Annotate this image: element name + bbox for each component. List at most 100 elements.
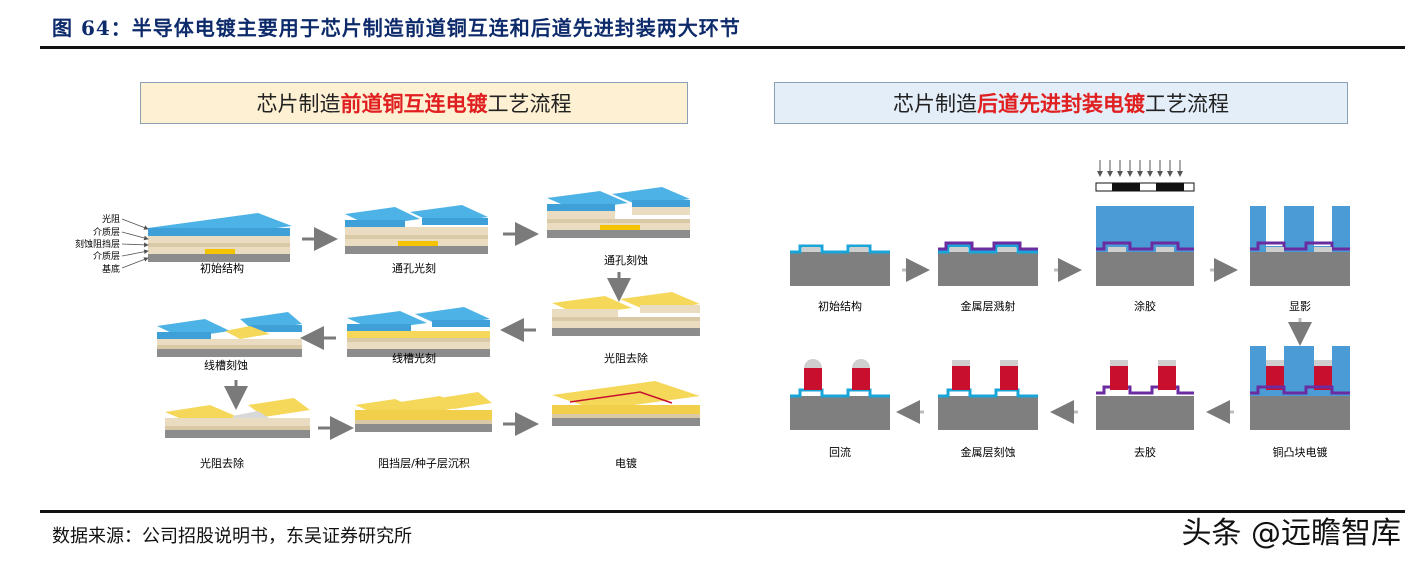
substrate-layer xyxy=(345,246,488,254)
solder-cap xyxy=(1110,360,1128,366)
etch-stop-layer xyxy=(547,219,690,223)
back-step-development xyxy=(1250,206,1350,286)
substrate-layer xyxy=(148,254,290,262)
etch-stop-layer xyxy=(347,338,490,342)
front-step-label-6: 线槽刻蚀 xyxy=(204,358,248,372)
copper-bump xyxy=(1266,366,1284,390)
back-header-suffix: 工艺流程 xyxy=(1145,92,1229,116)
mask-opaque xyxy=(1156,183,1184,191)
copper-bump xyxy=(952,366,970,390)
back-step-label-2: 金属层溅射 xyxy=(961,299,1016,313)
metal-line xyxy=(600,225,640,230)
substrate xyxy=(938,252,1038,286)
resist-opening xyxy=(1266,206,1284,246)
substrate xyxy=(938,396,1038,430)
label-pointer xyxy=(121,257,149,269)
resist-opening xyxy=(1266,346,1284,360)
front-step-label-7: 光阻去除 xyxy=(200,456,244,470)
metal-layer xyxy=(938,241,1038,251)
front-step-label-3: 通孔刻蚀 xyxy=(604,253,648,267)
back-header-highlight: 后道先进封装电镀 xyxy=(977,91,1145,116)
photoresist-layer xyxy=(345,220,405,227)
photoresist-layer xyxy=(422,218,488,225)
dielectric-layer xyxy=(632,207,690,215)
dielectric-layer-2 xyxy=(347,342,490,349)
pad xyxy=(1266,247,1284,252)
label-pointer xyxy=(121,231,149,241)
figure-title: 图 64：半导体电镀主要用于芯片制造前道铜互连和后道先进封装两大环节 xyxy=(52,16,741,40)
substrate-layer xyxy=(355,424,492,432)
dielectric-layer xyxy=(547,211,615,219)
pad xyxy=(1108,247,1126,252)
copper-bump xyxy=(1158,366,1176,390)
layer-label-dielectric: 介质层 xyxy=(93,226,120,238)
front-step-trench-etch xyxy=(157,312,302,357)
photoresist-layer xyxy=(432,320,490,327)
etch-stop-layer xyxy=(552,414,700,418)
back-step-resist-strip xyxy=(1096,360,1194,430)
copper-bump xyxy=(1000,366,1018,390)
back-step-label-4: 显影 xyxy=(1289,300,1311,313)
passivation-layer xyxy=(790,244,890,254)
photoresist-layer xyxy=(157,332,211,339)
back-end-header: 芯片制造后道先进封装电镀工艺流程 xyxy=(774,82,1348,124)
uv-exposure-arrows xyxy=(1097,160,1183,177)
back-step-label-3: 涂胶 xyxy=(1134,299,1156,313)
substrate xyxy=(790,252,890,286)
substrate xyxy=(790,396,890,430)
etch-stop-layer xyxy=(552,317,700,321)
back-step-label-7: 金属层刻蚀 xyxy=(961,445,1016,459)
front-step-via-lithography xyxy=(345,205,488,254)
metal-layer xyxy=(1250,241,1350,251)
front-step-photoresist-removal-2 xyxy=(165,398,310,438)
pad xyxy=(1314,247,1332,252)
top-rule xyxy=(40,46,1405,49)
dielectric-layer xyxy=(148,236,290,243)
metal-layer xyxy=(1250,385,1350,395)
substrate-layer xyxy=(157,349,302,357)
seed-layer xyxy=(355,410,492,420)
back-header-prefix: 芯片制造 xyxy=(893,92,977,116)
solder-cap xyxy=(1314,360,1332,366)
passivation-layer xyxy=(938,244,1038,254)
front-step-photoresist-removal xyxy=(552,292,700,336)
back-step-photoresist-coating xyxy=(1095,160,1195,286)
back-step-initial-structure xyxy=(790,244,890,286)
layer-label-etch-stop: 刻蚀阻挡层 xyxy=(75,238,120,250)
dielectric-layer-2 xyxy=(552,321,700,328)
front-header-prefix: 芯片制造 xyxy=(256,92,341,116)
copper-fill-top xyxy=(552,381,700,410)
dielectric-layer xyxy=(157,339,302,345)
dielectric-layer xyxy=(640,305,700,313)
front-step-label-8: 阻挡层/种子层沉积 xyxy=(378,456,470,470)
seed-top xyxy=(440,392,492,409)
substrate-layer xyxy=(347,349,490,357)
passivation-layer xyxy=(938,388,1038,398)
resist-opening xyxy=(1314,346,1332,360)
metal-layer xyxy=(1096,241,1194,251)
substrate-layer xyxy=(552,418,700,426)
dielectric-layer xyxy=(552,309,618,317)
resist-opening xyxy=(1314,206,1332,246)
back-step-label-1: 初始结构 xyxy=(818,299,862,313)
etch-stop-layer xyxy=(345,235,488,239)
front-header-suffix: 工艺流程 xyxy=(487,92,572,116)
copper-bump xyxy=(852,368,870,390)
copper-bump xyxy=(1314,366,1332,390)
pad xyxy=(950,247,968,252)
back-step-label-5: 铜凸块电镀 xyxy=(1273,445,1328,459)
front-step-barrier-seed-deposition xyxy=(355,392,492,432)
front-step-label-2: 通孔光刻 xyxy=(392,261,436,275)
watermark: 头条 @远瞻智库 xyxy=(1181,516,1401,551)
front-step-label-4: 光阻去除 xyxy=(604,351,648,365)
solder-cap xyxy=(1000,360,1018,366)
copper-bump xyxy=(1110,366,1128,390)
etch-stop-layer xyxy=(157,345,302,349)
photoresist-layer xyxy=(347,324,411,331)
substrate xyxy=(1250,396,1350,430)
solder-cap xyxy=(1266,360,1284,366)
back-step-copper-bump-plating xyxy=(1250,346,1350,430)
front-end-header: 芯片制造前道铜互连电镀工艺流程 xyxy=(140,82,688,124)
label-pointer xyxy=(121,242,149,248)
